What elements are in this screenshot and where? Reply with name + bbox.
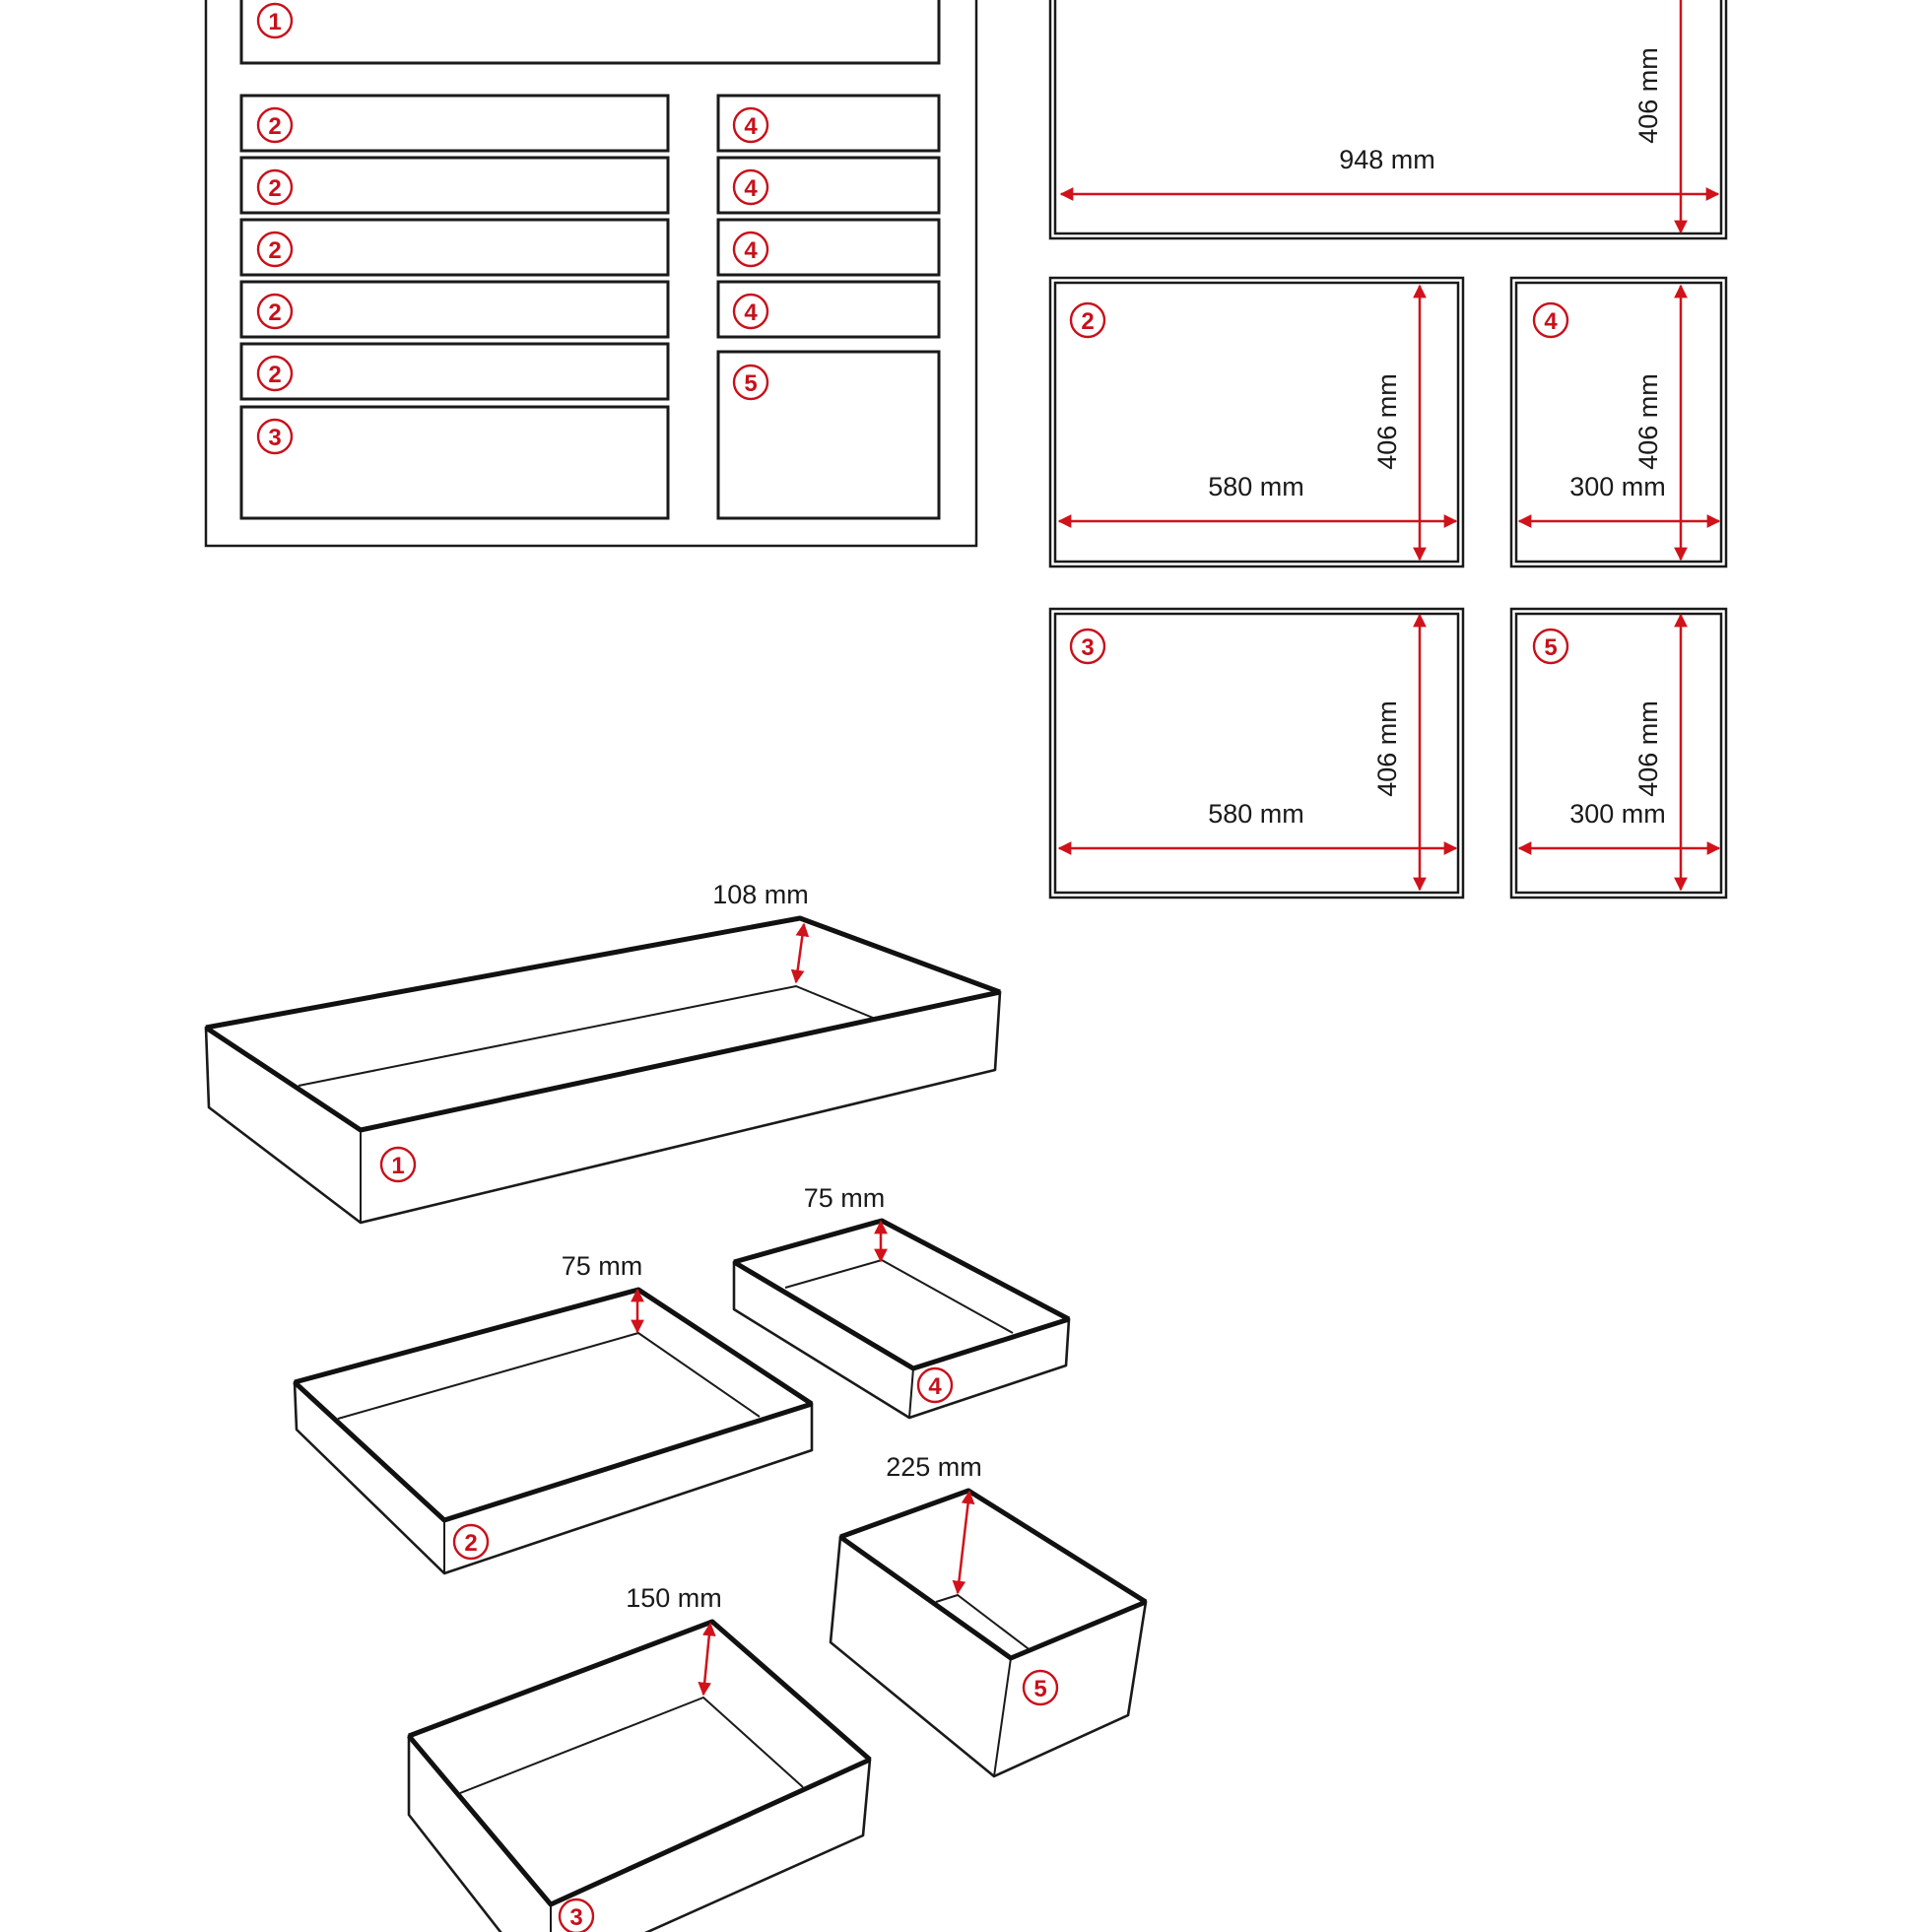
plan-slot-4c [716,218,941,277]
tray-4-width-label: 300 mm [1569,472,1666,501]
plan-slot-4a [716,94,941,153]
tray-1-top-view: 948 mm 406 mm [1048,0,1728,240]
tray-4-depth-label: 406 mm [1633,373,1663,470]
badge-2: 2 [256,293,294,330]
svg-text:5: 5 [744,370,757,397]
badge-4: 4 [916,1366,954,1404]
svg-text:2: 2 [268,300,281,326]
svg-text:1: 1 [391,1153,404,1179]
tray-1-height-label: 108 mm [712,880,809,909]
tray-5-top-view: 300 mm 406 mm 5 [1509,607,1728,899]
tray-5-height-label: 225 mm [886,1452,982,1482]
badge-4: 4 [1532,301,1569,339]
drawer-layout-plan: 1 2 2 2 2 2 3 4 4 4 4 5 [204,0,978,548]
svg-text:4: 4 [744,175,758,202]
tray-1-isometric: 108 mm 1 [204,880,1002,1225]
svg-text:2: 2 [1081,308,1094,335]
svg-text:5: 5 [1033,1676,1046,1702]
tray-2-height-label: 75 mm [562,1251,643,1281]
svg-text:2: 2 [268,362,281,388]
svg-text:2: 2 [464,1530,477,1557]
svg-text:4: 4 [744,113,758,140]
badge-5: 5 [1532,628,1569,665]
svg-text:5: 5 [1544,634,1557,661]
plan-slot-5 [716,350,941,520]
tray-1-width-label: 948 mm [1339,145,1435,174]
badge-5: 5 [1022,1669,1059,1706]
tray-5-width-label: 300 mm [1569,799,1666,829]
isometric-trays: 108 mm 1 75 mm 2 75 mm 4 [204,880,1148,1932]
badge-4: 4 [732,168,769,206]
svg-text:2: 2 [268,175,281,202]
svg-text:3: 3 [1081,634,1094,661]
badge-4: 4 [732,106,769,144]
badge-3: 3 [256,418,294,455]
svg-text:4: 4 [1544,308,1558,335]
badge-4: 4 [732,231,769,268]
tray-5-isometric: 225 mm 5 [829,1452,1148,1778]
badge-2: 2 [256,168,294,206]
svg-text:4: 4 [744,237,758,264]
plan-slot-1 [239,0,941,65]
tray-4-height-label: 75 mm [804,1183,886,1213]
svg-text:4: 4 [928,1373,942,1400]
tray-2-top-view: 580 mm 406 mm 2 [1048,276,1465,568]
plan-slot-2a [239,94,670,153]
tray-4-top-view: 300 mm 406 mm 4 [1509,276,1728,568]
svg-text:3: 3 [569,1904,582,1931]
plan-slot-2d [239,280,670,339]
tray-5-depth-label: 406 mm [1633,700,1663,797]
tray-3-height-label: 150 mm [626,1583,722,1613]
svg-text:2: 2 [268,113,281,140]
plan-slot-4b [716,156,941,215]
badge-2: 2 [256,106,294,144]
svg-text:2: 2 [268,237,281,264]
drawer-outline [204,0,978,548]
badge-1: 1 [379,1146,417,1183]
badge-1: 1 [256,2,294,39]
plan-slot-2b [239,156,670,215]
top-view-dimensions: 948 mm 406 mm 580 mm 406 mm 2 300 mm 406… [1048,0,1728,899]
svg-text:4: 4 [744,300,758,326]
plan-slot-2e [239,342,670,401]
tray-2-depth-label: 406 mm [1372,373,1402,470]
tray-2-isometric: 75 mm 2 [293,1251,814,1575]
badge-2: 2 [256,231,294,268]
tray-3-top-view: 580 mm 406 mm 3 [1048,607,1465,899]
plan-slot-2c [239,218,670,277]
badge-3: 3 [558,1898,595,1932]
tray-1-depth-label: 406 mm [1633,47,1663,144]
svg-text:1: 1 [268,9,281,35]
svg-text:3: 3 [268,425,281,451]
tray-3-isometric: 150 mm 3 [407,1583,872,1932]
plan-slot-4d [716,280,941,339]
tray-4-isometric: 75 mm 4 [732,1183,1071,1420]
badge-2: 2 [256,355,294,392]
badge-2: 2 [452,1523,490,1561]
badge-5: 5 [732,364,769,401]
plan-slot-3 [239,405,670,520]
badge-2: 2 [1069,301,1106,339]
tray-3-width-label: 580 mm [1208,799,1304,829]
tray-2-width-label: 580 mm [1208,472,1304,501]
badge-3: 3 [1069,628,1106,665]
badge-4: 4 [732,293,769,330]
tray-3-depth-label: 406 mm [1372,700,1402,797]
